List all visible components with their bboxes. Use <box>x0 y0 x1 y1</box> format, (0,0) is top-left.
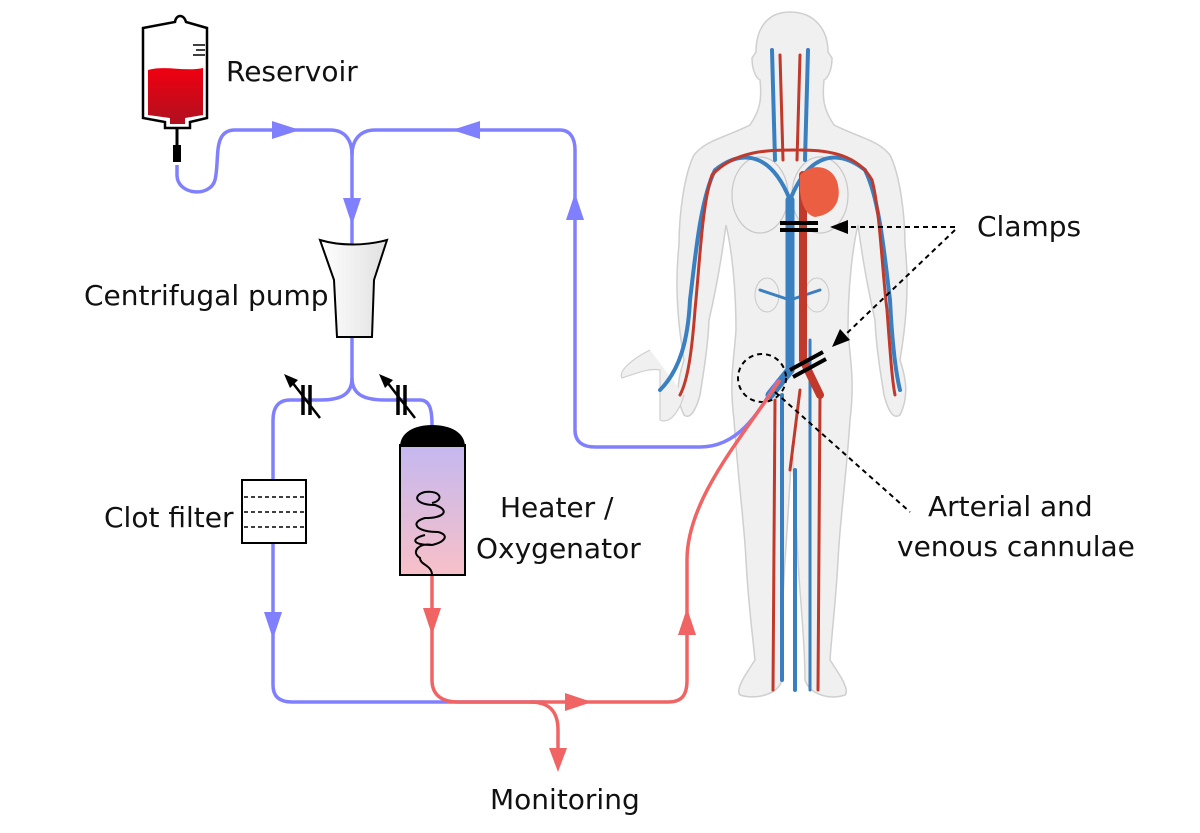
centrifugal-pump-icon <box>318 238 389 338</box>
heart-icon <box>799 167 839 217</box>
pointer-lines <box>774 226 956 513</box>
heater-label-line1: Heater / <box>500 491 614 524</box>
human-body-figure <box>620 11 908 698</box>
flow-arrow-icon <box>343 198 361 225</box>
clamp-pointer-arrow-icon <box>830 220 848 234</box>
flow-arrow-icon <box>566 193 584 220</box>
heater-oxygenator-icon <box>399 425 466 576</box>
cannulae-label-line2: venous cannulae <box>897 530 1135 563</box>
monitoring-label: Monitoring <box>490 783 640 816</box>
flow-arrow-icon <box>272 121 300 139</box>
reservoir-label: Reservoir <box>226 55 358 88</box>
clot-filter-label: Clot filter <box>104 501 234 534</box>
clamps-label: Clamps <box>977 210 1082 243</box>
arterial-line <box>430 379 782 765</box>
heater-label-line2: Oxygenator <box>476 532 641 565</box>
flow-arrow-icon <box>452 121 480 139</box>
flow-arrow-icon <box>678 608 696 635</box>
femoral-clamp-icon <box>789 350 827 379</box>
adjustable-clamp-icon <box>379 374 416 419</box>
centrifugal-pump-label: Centrifugal pump <box>84 279 329 312</box>
flow-arrow-icon <box>549 748 567 772</box>
cannulae-label-line1: Arterial and <box>928 490 1093 523</box>
flow-arrow-icon <box>565 693 592 711</box>
cannulae-site-marker <box>737 353 787 403</box>
flow-arrow-icon <box>423 608 441 635</box>
clot-filter-icon <box>241 479 307 544</box>
adjustable-clamp-icon <box>284 374 321 419</box>
reservoir-bag-icon <box>141 14 209 162</box>
aorta-clamp-icon <box>780 221 818 232</box>
flow-arrow-icon <box>264 612 282 639</box>
clamp-pointer-arrow-icon <box>832 329 850 347</box>
